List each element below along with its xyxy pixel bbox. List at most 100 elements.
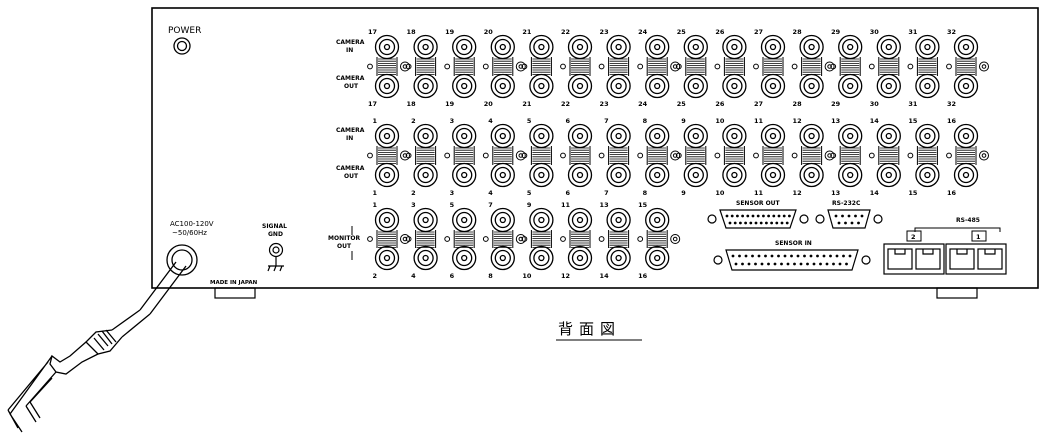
camera-upper-bridge-19 [444, 57, 475, 76]
camera-upper-out-bnc-21[interactable] [529, 73, 554, 99]
camera-upper-in-bnc-21[interactable] [529, 34, 554, 60]
camera-upper-in-number-28: 28 [793, 28, 803, 36]
camera-lower-out-bnc-3[interactable] [452, 162, 477, 188]
rs232c-pin [857, 221, 860, 225]
camera-lower-out-bnc-9[interactable] [683, 162, 708, 188]
camera-lower-in-bnc-6[interactable] [567, 123, 593, 149]
camera-upper-in-bnc-23[interactable] [606, 34, 631, 60]
rs485-jacks-1[interactable] [945, 243, 1007, 275]
signal-gnd-label-2: GND [268, 231, 283, 238]
monitor-out-bnc-12[interactable] [567, 245, 593, 271]
rs485-jacks-2[interactable] [883, 243, 945, 275]
monitor-out-bnc-11[interactable] [567, 207, 593, 233]
camera-lower-in-bnc-11[interactable] [760, 123, 786, 149]
camera-upper-out-bnc-24[interactable] [645, 73, 670, 99]
camera-upper-out-bnc-18[interactable] [413, 73, 438, 99]
camera-lower-out-bnc-8[interactable] [645, 162, 670, 188]
camera-upper-in-bnc-27[interactable] [760, 34, 786, 60]
camera-upper-out-bnc-27[interactable] [760, 73, 786, 99]
signal-gnd-terminal[interactable] [267, 242, 284, 272]
camera-upper-out-number-25: 25 [677, 100, 687, 108]
camera-lower-in-bnc-4[interactable] [490, 123, 515, 149]
sensor-in-pin [845, 262, 848, 266]
camera-lower-in-bnc-8[interactable] [645, 123, 670, 149]
camera-upper-out-bnc-26[interactable] [722, 73, 747, 99]
camera-lower-out-bnc-11[interactable] [760, 162, 786, 188]
sensor-in-pin [734, 262, 738, 266]
monitor-out-bnc-4[interactable] [413, 245, 438, 271]
monitor-bridge-9 [521, 230, 552, 248]
camera-lower-out-bnc-1[interactable] [374, 162, 400, 188]
camera-upper-in-bnc-17[interactable] [374, 34, 400, 60]
camera-lower-out-bnc-7[interactable] [606, 162, 631, 188]
camera-lower-out-bnc-6[interactable] [567, 162, 593, 188]
power-switch[interactable] [173, 37, 191, 55]
camera-lower-in-bnc-7[interactable] [606, 123, 631, 149]
monitor-out-bnc-14[interactable] [606, 245, 631, 271]
camera-upper-in-bnc-22[interactable] [567, 34, 593, 60]
camera-lower-out-bnc-4[interactable] [490, 162, 515, 188]
camera-lower-out-bnc-13[interactable] [838, 162, 863, 188]
camera-upper-in-bnc-19[interactable] [452, 34, 477, 60]
camera-lower-out-bnc-12[interactable] [799, 162, 824, 188]
camera-upper-out-bnc-29[interactable] [838, 73, 863, 99]
monitor-out-bnc-16[interactable] [645, 245, 670, 271]
monitor-out-bnc-7[interactable] [490, 207, 515, 233]
monitor-out-bnc-2[interactable] [374, 245, 400, 271]
camera-upper-in-bnc-24[interactable] [645, 34, 670, 60]
camera-upper-out-bnc-19[interactable] [452, 73, 477, 99]
monitor-out-bnc-1[interactable] [374, 207, 400, 233]
camera-lower-in-bnc-16[interactable] [953, 123, 979, 149]
camera-bank-upper: 1717181819192020212122222323242425252626… [367, 28, 989, 108]
camera-upper-out-bnc-17[interactable] [374, 73, 400, 99]
camera-lower-in-bnc-1[interactable] [374, 123, 400, 149]
monitor-out-bnc-6[interactable] [452, 245, 477, 271]
camera-upper-out-bnc-23[interactable] [606, 73, 631, 99]
camera-upper-out-number-23: 23 [600, 100, 609, 108]
monitor-out-bnc-5[interactable] [452, 207, 477, 233]
camera-lower-out-bnc-14[interactable] [876, 162, 901, 188]
camera-upper-in-bnc-29[interactable] [838, 34, 863, 60]
monitor-out-bnc-8[interactable] [490, 245, 515, 271]
camera-lower-in-bnc-3[interactable] [452, 123, 477, 149]
camera-lower-out-bnc-16[interactable] [953, 162, 979, 188]
rs232c-connector[interactable] [815, 209, 883, 229]
camera-lower-in-bnc-9[interactable] [683, 123, 708, 149]
camera-lower-in-bnc-14[interactable] [876, 123, 901, 149]
camera-upper-out-bnc-28[interactable] [799, 73, 824, 99]
monitor-out-bnc-15[interactable] [645, 207, 670, 233]
camera-upper-out-bnc-31[interactable] [915, 73, 940, 99]
camera-upper-in-bnc-31[interactable] [915, 34, 940, 60]
camera-upper-in-bnc-28[interactable] [799, 34, 824, 60]
camera-lower-in-bnc-15[interactable] [915, 123, 940, 149]
camera-lower-out-bnc-10[interactable] [722, 162, 747, 188]
camera-upper-out-bnc-25[interactable] [683, 73, 708, 99]
monitor-out-bnc-9[interactable] [529, 207, 554, 233]
camera-upper-in-bnc-18[interactable] [413, 34, 438, 60]
camera-lower-in-bnc-5[interactable] [529, 123, 554, 149]
camera-lower-in-bnc-2[interactable] [413, 123, 438, 149]
camera-upper-in-bnc-20[interactable] [490, 34, 515, 60]
camera-upper-out-bnc-20[interactable] [490, 73, 515, 99]
camera-lower-in-bnc-12[interactable] [799, 123, 824, 149]
camera-upper-in-bnc-25[interactable] [683, 34, 708, 60]
camera-lower-in-bnc-13[interactable] [838, 123, 863, 149]
camera-lower-in-bnc-10[interactable] [722, 123, 747, 149]
sensor-in-connector[interactable] [713, 249, 871, 271]
camera-upper-out-bnc-32[interactable] [953, 73, 979, 99]
camera-upper-in-bnc-26[interactable] [722, 34, 747, 60]
camera-lower-out-bnc-15[interactable] [915, 162, 940, 188]
camera-lower-out-bnc-2[interactable] [413, 162, 438, 188]
camera-upper-out-bnc-22[interactable] [567, 73, 593, 99]
monitor-out-bnc-10[interactable] [529, 245, 554, 271]
camera-upper-in-bnc-32[interactable] [953, 34, 979, 60]
camera-lower-out-bnc-5[interactable] [529, 162, 554, 188]
camera-upper-out-number-19: 19 [445, 100, 455, 108]
camera-lower-in-number-13: 13 [831, 117, 840, 125]
camera-upper-out-bnc-30[interactable] [876, 73, 901, 99]
camera-upper-in-bnc-30[interactable] [876, 34, 901, 60]
camera-upper-in-number-25: 25 [677, 28, 687, 36]
monitor-out-bnc-13[interactable] [606, 207, 631, 233]
monitor-out-bnc-3[interactable] [413, 207, 438, 233]
sensor-out-connector[interactable] [707, 209, 809, 229]
